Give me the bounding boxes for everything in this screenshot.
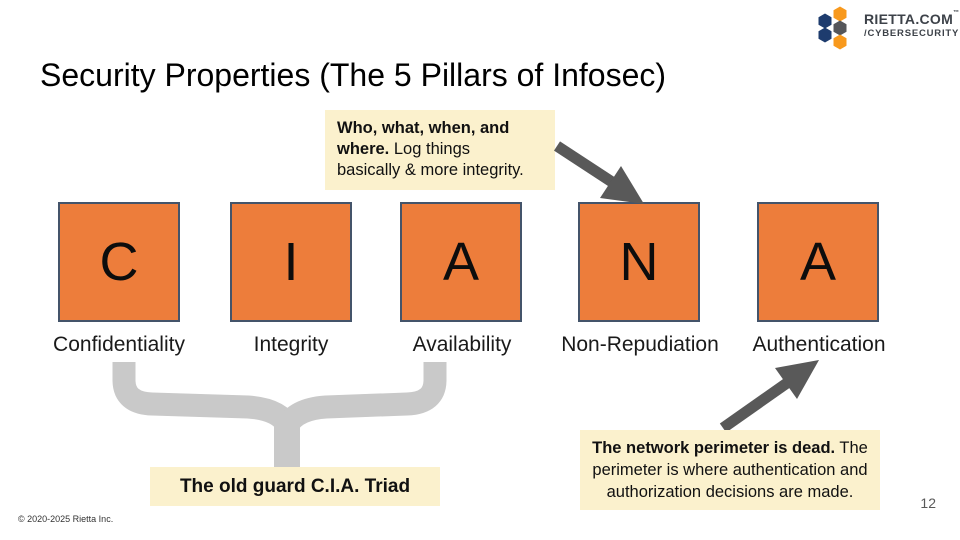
logo-brand: RIETTA.COM™ (864, 10, 960, 27)
hexagon-logo-icon (818, 6, 847, 50)
arrow-to-nonrepudiation-icon (553, 141, 644, 204)
callout-bold-text: The network perimeter is dead. (592, 439, 836, 457)
pillar-label-availability: Availability (412, 333, 512, 356)
callout-regular-text: Log things basically & more integrity. (337, 140, 524, 179)
logo-text: RIETTA.COM™ /CYBERSECURITY (864, 10, 960, 39)
arrow-to-authentication-icon (719, 360, 819, 433)
logo-tm: ™ (953, 10, 960, 16)
callout-nonrepudiation-text: Who, what, when, and where. Log things b… (337, 118, 537, 181)
copyright-text: © 2020-2025 Rietta Inc. (18, 514, 114, 524)
pillar-letter: C (99, 232, 139, 292)
callout-authentication-text: The network perimeter is dead. The perim… (586, 437, 874, 503)
pillar-label-confidentiality: Confidentiality (53, 333, 185, 356)
pillar-letter: A (799, 232, 837, 292)
pillar-square-integrity: I (230, 202, 352, 322)
rietta-logo: RIETTA.COM™ /CYBERSECURITY (810, 4, 959, 50)
pillar-label-integrity: Integrity (253, 333, 329, 356)
pillar-letter: A (442, 232, 480, 292)
page-number: 12 (920, 495, 936, 511)
pillar-letter: N (619, 232, 659, 292)
pillar-square-confidentiality: C (58, 202, 180, 322)
pillar-label-authentication: Authentication (752, 333, 886, 356)
callout-cia-triad: The old guard C.I.A. Triad (150, 467, 440, 506)
pillar-square-authentication: A (757, 202, 879, 322)
callout-nonrepudiation: Who, what, when, and where. Log things b… (325, 110, 555, 190)
callout-regular-text: The perimeter is where authentication an… (592, 439, 868, 501)
logo-brand-text: RIETTA.COM (864, 11, 954, 27)
pillar-letter: I (283, 232, 299, 292)
logo-subtitle: /CYBERSECURITY (864, 28, 960, 39)
pillar-square-availability: A (400, 202, 522, 322)
callout-authentication: The network perimeter is dead. The perim… (580, 430, 880, 510)
cia-brace-shape (112, 362, 447, 467)
pillar-square-nonrepudiation: N (578, 202, 700, 322)
pillar-label-nonrepudiation: Non-Repudiation (561, 333, 719, 356)
slide-title: Security Properties (The 5 Pillars of In… (40, 57, 667, 93)
callout-bold-text: Who, what, when, and where. (337, 119, 510, 158)
